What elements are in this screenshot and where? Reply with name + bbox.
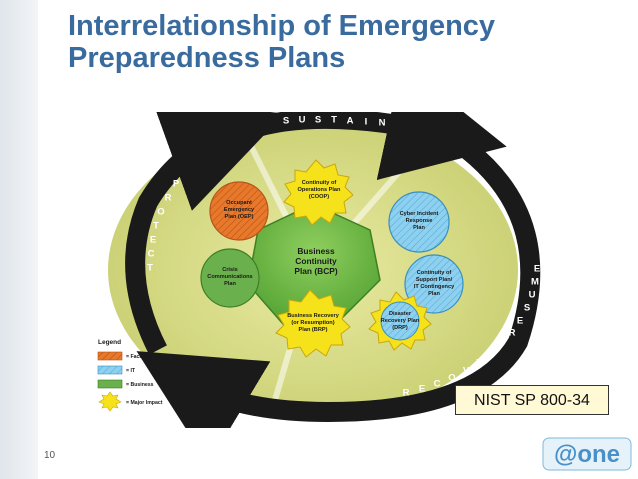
oep-line-2: Emergency <box>224 207 255 213</box>
sustain-letter: N <box>379 118 386 129</box>
legend-swatch-business <box>97 379 123 389</box>
legend-swatch-facilities <box>97 351 123 361</box>
recover-letter: S <box>524 303 530 314</box>
brp-line-2: (or Resumption) <box>291 320 334 326</box>
ccp-line-3: Plan <box>224 281 236 287</box>
preparedness-plans-diagram: S U S T A I N P R O T E C T R E C O V E … <box>97 112 541 428</box>
ring-label-recover-resume: R E C O V E R / R E S U M E <box>403 264 541 399</box>
legend-label-it: = IT <box>126 368 136 374</box>
protect-letter: O <box>157 207 164 218</box>
sustain-letter: S <box>283 116 289 127</box>
left-accent-bar <box>0 0 38 479</box>
recover-letter: M <box>531 277 539 288</box>
coop-line-2: Operations Plan <box>298 187 341 193</box>
ccp-line-2: Communications <box>207 274 252 280</box>
plan-node-it-contingency: Continuity of Support Plan/ IT Contingen… <box>404 254 464 314</box>
legend-label-business: = Business <box>126 382 154 388</box>
coop-line-1: Continuity of <box>302 180 337 186</box>
isp-line-1: Continuity of <box>417 270 452 276</box>
ccp-line-1: Crisis <box>222 267 238 273</box>
slide-title-line-2: Preparedness Plans <box>68 42 346 74</box>
plan-node-brp: Business Recovery (or Resumption) Plan (… <box>275 289 351 358</box>
at-one-logo: @one <box>542 437 632 471</box>
page-number: 10 <box>44 450 56 461</box>
recover-letter: V <box>463 366 470 377</box>
cirp-line-2: Response <box>406 218 433 224</box>
sustain-letter: I <box>365 117 368 128</box>
oep-line-3: Plan (OEP) <box>225 214 254 220</box>
protect-letter: C <box>148 249 155 260</box>
drp-line-2: Recovery Plan <box>381 318 420 324</box>
slide-title-line-1: Interrelationship of Emergency <box>68 10 496 42</box>
coop-line-3: (COOP) <box>309 194 329 200</box>
plan-node-coop: Continuity of Operations Plan (COOP) <box>283 159 354 226</box>
sustain-letter: S <box>315 115 321 126</box>
isp-line-4: Plan <box>428 291 440 297</box>
brp-line-1: Business Recovery <box>287 313 340 319</box>
drp-line-1: Disaster <box>389 311 412 317</box>
plan-node-crisis-communications: Crisis Communications Plan <box>200 248 260 308</box>
recover-letter: E <box>517 316 523 327</box>
slide-title: Interrelationship of Emergency Preparedn… <box>68 10 608 74</box>
recover-letter: O <box>448 373 455 384</box>
legend-label-major-impact: = Major Impact <box>126 400 163 406</box>
recover-letter: E <box>476 358 482 369</box>
logo-text: @one <box>554 441 620 468</box>
recover-letter: E <box>419 384 425 395</box>
recover-letter: / <box>501 339 504 350</box>
plan-node-drp: Disaster Recovery Plan (DRP) <box>368 291 432 351</box>
plan-node-oep: Occupant Emergency Plan (OEP) <box>209 181 269 241</box>
plan-node-cyber-incident-response: Cyber Incident Response Plan <box>388 191 450 253</box>
recover-letter: C <box>434 379 441 390</box>
legend-swatch-major-impact <box>98 391 122 412</box>
protect-letter: E <box>150 235 156 246</box>
recover-letter: E <box>534 264 540 275</box>
sustain-letter: U <box>299 115 306 126</box>
legend-swatch-it <box>97 365 123 375</box>
ring-arc-protect <box>125 112 285 355</box>
legend-title: Legend <box>98 339 121 346</box>
bcp-core-line-3: Plan (BCP) <box>294 266 337 276</box>
ring-label-protect: P R O T E C T <box>147 179 180 274</box>
legend: Legend = Facilities = IT = Business = Ma… <box>97 339 163 412</box>
isp-line-3: IT Contingency <box>414 284 455 290</box>
sustain-letter: A <box>347 116 354 127</box>
recover-letter: R <box>488 349 495 360</box>
protect-letter: T <box>153 221 159 232</box>
source-label: NIST SP 800-34 <box>455 385 609 415</box>
ring-label-sustain: S U S T A I N <box>283 115 386 129</box>
drp-line-3: (DRP) <box>392 325 408 331</box>
sustain-letter: T <box>331 115 337 126</box>
cirp-line-3: Plan <box>413 225 425 231</box>
legend-label-facilities: = Facilities <box>126 354 153 360</box>
cirp-line-1: Cyber Incident <box>400 211 439 217</box>
recover-letter: R <box>509 328 516 339</box>
protect-letter: P <box>173 179 180 190</box>
bcp-core-line-1: Business <box>297 246 335 256</box>
recover-letter: R <box>403 388 410 399</box>
oep-line-1: Occupant <box>226 200 252 206</box>
brp-line-3: Plan (BRP) <box>299 327 328 333</box>
isp-line-2: Support Plan/ <box>416 277 453 283</box>
protect-letter: T <box>147 263 153 274</box>
protect-letter: R <box>165 193 172 204</box>
bcp-core-line-2: Continuity <box>295 256 337 266</box>
recover-letter: U <box>529 290 536 301</box>
